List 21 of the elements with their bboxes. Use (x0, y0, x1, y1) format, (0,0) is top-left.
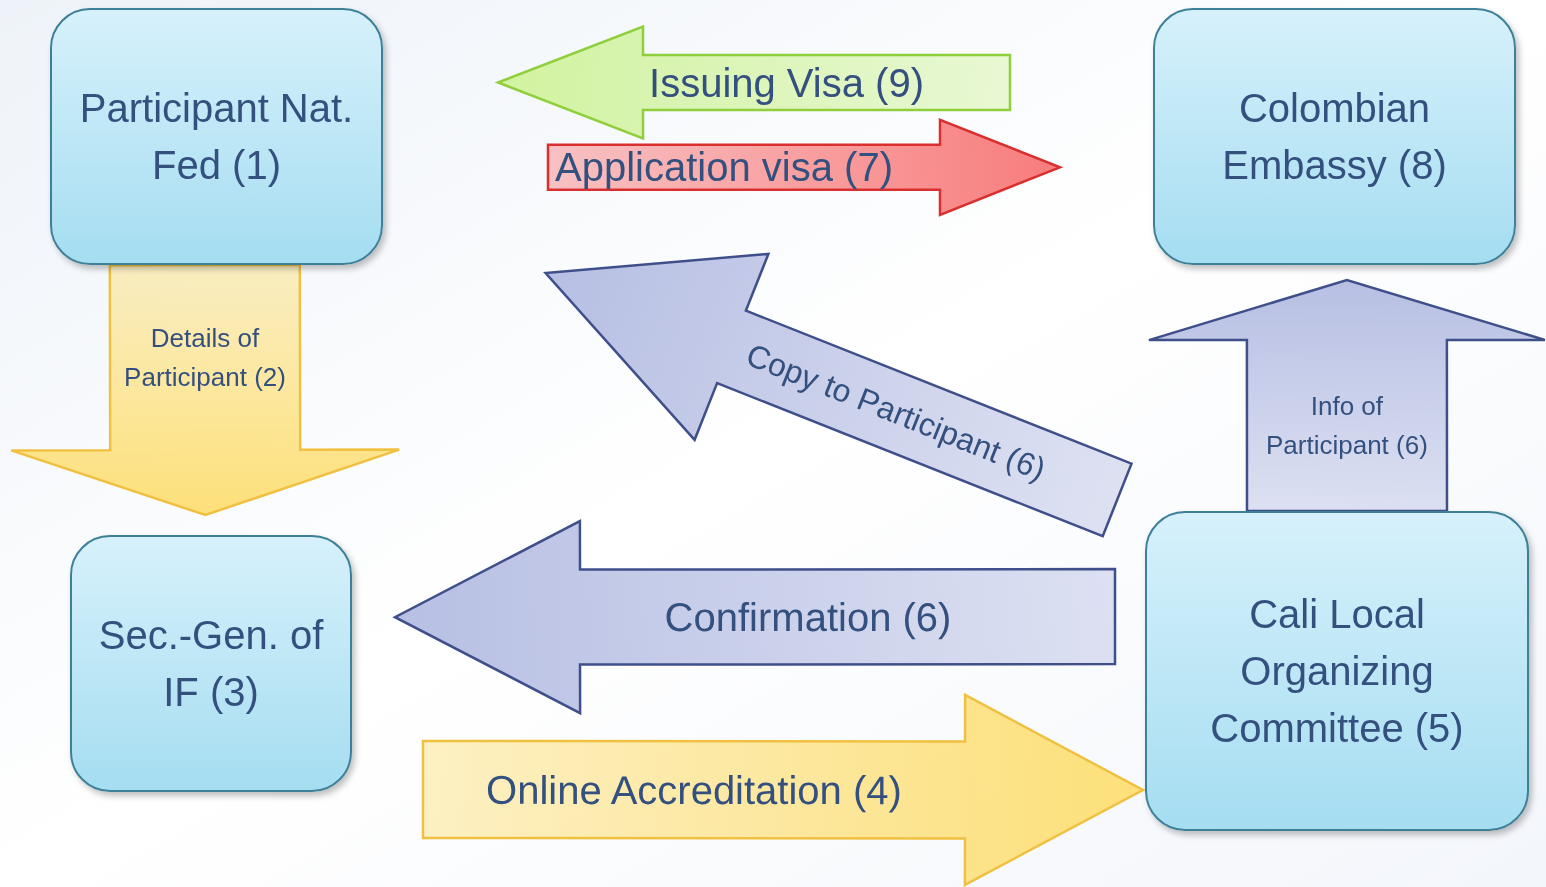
edge-label: Details of Participant (2) (123, 321, 287, 394)
edge-label: Info of Participant (6) (1265, 389, 1429, 462)
process-box (1153, 8, 1516, 265)
block-arrow (494, 24, 1012, 141)
process-box (1145, 511, 1529, 831)
edge-label: Application visa (7) (554, 144, 894, 192)
node-label: Colombian Embassy (8) (1221, 84, 1448, 189)
node-label: Sec.-Gen. of IF (3) (97, 611, 325, 716)
process-box (70, 535, 352, 792)
node-label: Cali Local Organizing Committee (5) (1209, 590, 1465, 752)
block-arrow (543, 252, 1134, 538)
block-arrow (392, 519, 1117, 716)
edge-label: Confirmation (6) (663, 593, 952, 642)
block-arrow (546, 117, 1064, 217)
edge-label: Online Accreditation (4) (485, 766, 903, 815)
block-arrow (421, 692, 1146, 887)
block-arrow (1147, 278, 1546, 513)
block-arrow (9, 263, 401, 517)
process-box (50, 8, 383, 265)
node-label: Participant Nat. Fed (1) (78, 84, 355, 189)
edge-label: Issuing Visa (9) (648, 59, 925, 107)
